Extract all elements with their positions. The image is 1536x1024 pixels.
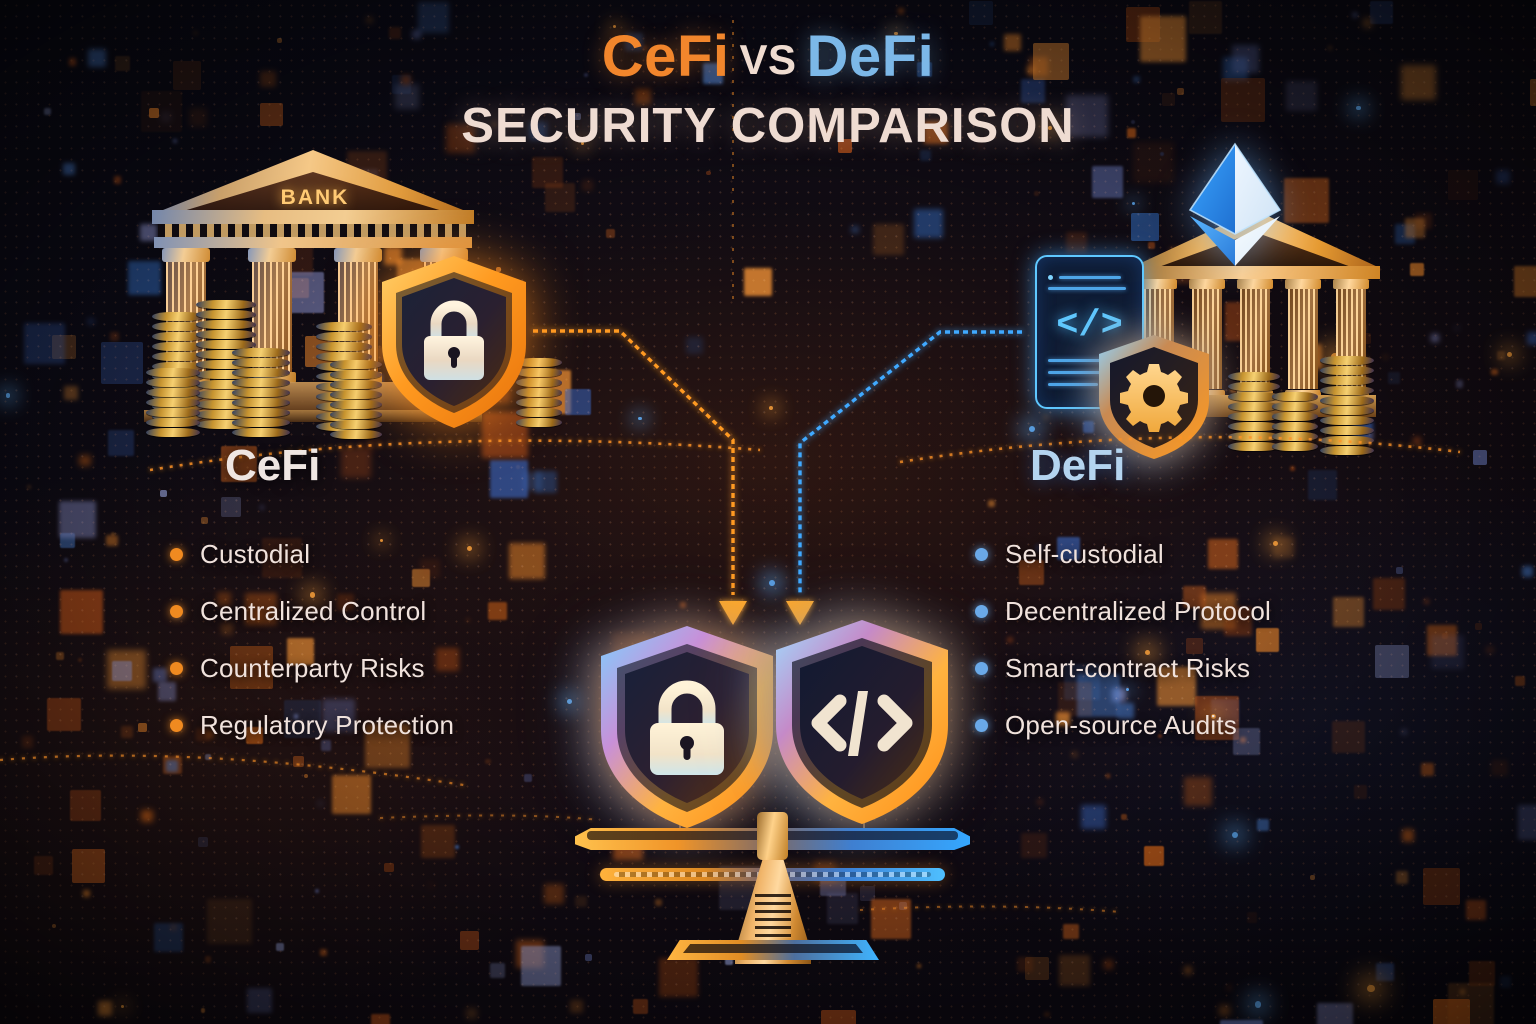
document-line [1048,287,1126,290]
list-item-label: Custodial [200,539,311,569]
list-item-label: Open-source Audits [1005,710,1237,740]
scale-pedestal-ribs [755,894,791,938]
list-item: Open-source Audits [975,697,1415,754]
scale-base-plate [667,940,879,960]
ethereum-diamond-icon [1188,142,1282,266]
padlock-shield-icon [382,256,526,428]
document-line [1048,383,1098,386]
list-item: Counterparty Risks [170,640,590,697]
bullet-dot-icon [975,548,988,561]
bullet-dot-icon [975,605,988,618]
list-item: Custodial [170,526,590,583]
scale-left-shield [595,622,780,832]
list-item-label: Centralized Control [200,596,427,626]
document-bullet-dot [1048,275,1053,280]
bullet-dot-icon [975,662,988,675]
coin-stack [1272,392,1318,452]
coin-stack [1320,356,1374,456]
coin-stack [232,348,290,438]
list-item-label: Self-custodial [1005,539,1164,569]
ethereum-logo [1180,140,1290,270]
list-item-label: Regulatory Protection [200,710,455,740]
bank-architrave [152,210,474,224]
scale-fulcrum-knob [757,812,788,860]
list-item-label: Decentralized Protocol [1005,596,1271,626]
title-cefi: CeFi [601,24,730,89]
bank-label: BANK [280,186,350,209]
bullet-dot-icon [170,548,183,561]
bank-dentil-band [158,224,468,237]
list-item-label: Smart-contract Risks [1005,653,1251,683]
bullet-dot-icon [170,662,183,675]
list-item: Regulatory Protection [170,697,590,754]
bank-entablature [154,237,472,248]
scale-right-shield [770,616,955,828]
list-item: Decentralized Protocol [975,583,1415,640]
title-vs: VS [739,36,797,83]
padlock-shield-pan-icon [601,626,773,828]
defi-heading: DeFi [1030,441,1126,490]
code-shield-pan-icon [776,620,948,824]
bullet-dot-icon [170,605,183,618]
cefi-security-shield [374,252,534,432]
bullet-dot-icon [975,719,988,732]
list-item: Centralized Control [170,583,590,640]
coin-stack [146,368,200,438]
cefi-heading: CeFi [225,441,321,490]
list-item: Self-custodial [975,526,1415,583]
list-item-label: Counterparty Risks [200,653,425,683]
title-subtitle: SECURITY COMPARISON [461,99,1075,153]
list-item: Smart-contract Risks [975,640,1415,697]
document-line [1059,276,1121,279]
title-defi: DeFi [806,24,935,89]
temple-column [1285,279,1321,399]
balance-scale [575,612,970,964]
bullet-dot-icon [170,719,183,732]
